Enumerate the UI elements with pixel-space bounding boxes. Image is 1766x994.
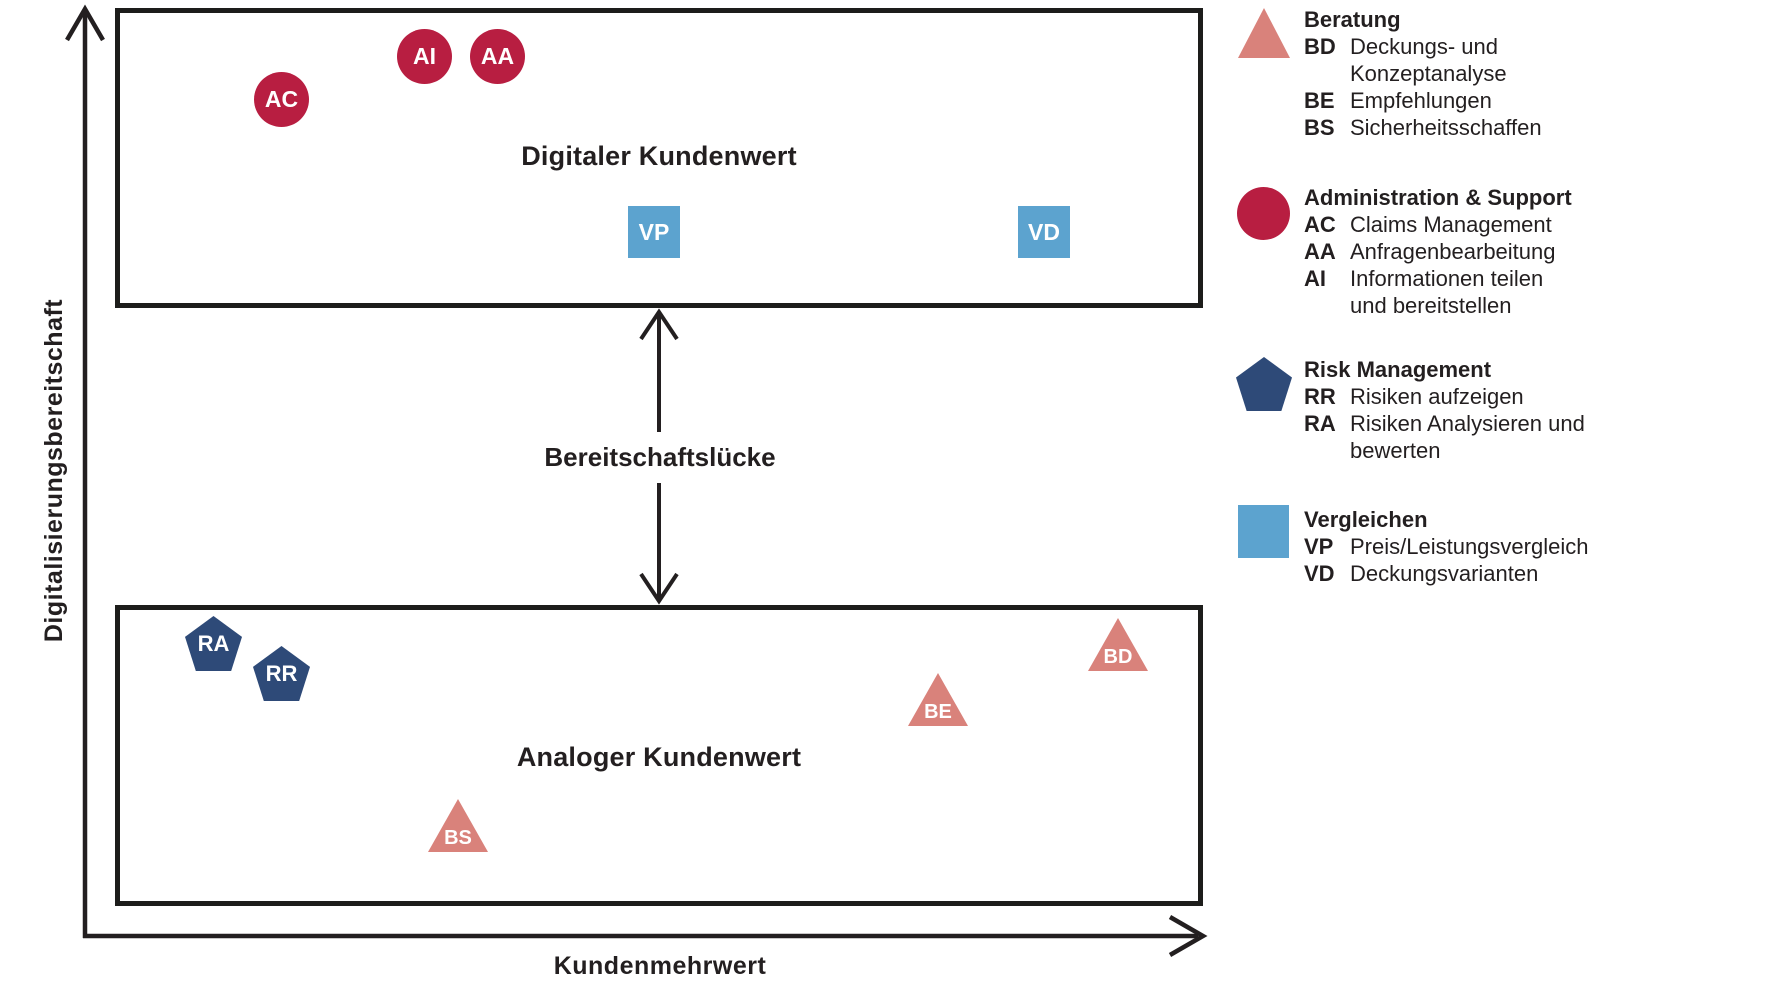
legend-item-text: Deckungs- und [1350,34,1498,59]
analog-zone-box: Analoger Kundenwert [115,605,1203,906]
legend-item-text: bewerten [1350,438,1441,463]
legend-item: AI Informationen teilen [1304,265,1744,292]
legend-item-text: Sicherheitsschaffen [1350,115,1542,140]
legend-title: Vergleichen [1304,507,1428,532]
legend-item-key: BS [1304,115,1335,140]
legend-item-text: und bereitstellen [1350,293,1512,318]
legend-item: RR Risiken aufzeigen [1304,383,1744,410]
legend-title: Beratung [1304,7,1401,32]
digital-zone-label: Digitaler Kundenwert [521,141,797,171]
legend-title: Risk Management [1304,357,1492,382]
legend-item: VP Preis/Leistungsvergleich [1304,533,1744,560]
legend-item-text: Deckungsvarianten [1350,561,1539,586]
gap-double-arrow [639,308,679,605]
y-axis [65,4,105,938]
legend-circle-icon [1237,187,1290,240]
legend-item-text: Risiken Analysieren und [1350,411,1585,436]
y-axis-label: Digitalisierungsbereitschaft [40,298,69,642]
legend-square-icon [1238,505,1289,558]
legend-section-vergleichen: Vergleichen VP Preis/Leistungsvergleich V… [1304,506,1744,587]
legend-item: Konzeptanalyse [1304,60,1744,87]
legend-item: AC Claims Management [1304,211,1744,238]
legend-section-risk-management: Risk Management RR Risiken aufzeigen RA Ri… [1304,356,1744,464]
legend-item-text: Empfehlungen [1350,88,1492,113]
point-vp-square: VP [628,206,680,258]
legend-item: AA Anfragenbearbeitung [1304,238,1744,265]
legend-item: RA Risiken Analysieren und [1304,410,1744,437]
legend-item-text: Informationen teilen [1350,266,1544,291]
legend-item-key: AC [1304,212,1336,237]
legend-item: BE Empfehlungen [1304,87,1744,114]
analog-zone-label: Analoger Kundenwert [516,742,802,772]
legend-title: Administration & Support [1304,185,1572,210]
legend-item-key: VP [1304,534,1334,559]
x-axis-label: Kundenmehrwert [553,952,767,980]
digital-zone-box: Digitaler Kundenwert [115,8,1203,308]
legend-item-key: AI [1304,266,1326,291]
legend-item-key: AA [1304,239,1336,264]
legend-item: BS Sicherheitsschaffen [1304,114,1744,141]
point-ai-circle: AI [397,29,452,84]
point-vd-square: VD [1018,206,1070,258]
legend-item: und bereitstellen [1304,292,1744,319]
gap-label: Bereitschaftslücke [544,442,776,472]
legend-item-text: Anfragenbearbeitung [1350,239,1556,264]
legend-item: bewerten [1304,437,1744,464]
legend-item: BD Deckungs- und [1304,33,1744,60]
legend-item: VD Deckungsvarianten [1304,560,1744,587]
legend-section-admin-support: Administration & Support AC Claims Manage… [1304,184,1744,319]
x-axis [83,915,1208,957]
point-aa-circle: AA [470,29,525,84]
point-ac-circle: AC [254,72,309,127]
legend-item-text: Risiken aufzeigen [1350,384,1524,409]
legend-item-text: Claims Management [1350,212,1552,237]
legend-item-text: Preis/Leistungsvergleich [1350,534,1589,559]
legend-item-key: BD [1304,34,1336,59]
legend-item-key: RR [1304,384,1336,409]
legend-item-key: BE [1304,88,1335,113]
legend-item-key: VD [1304,561,1335,586]
legend-item-key: RA [1304,411,1336,436]
legend-item-text: Konzeptanalyse [1350,61,1507,86]
